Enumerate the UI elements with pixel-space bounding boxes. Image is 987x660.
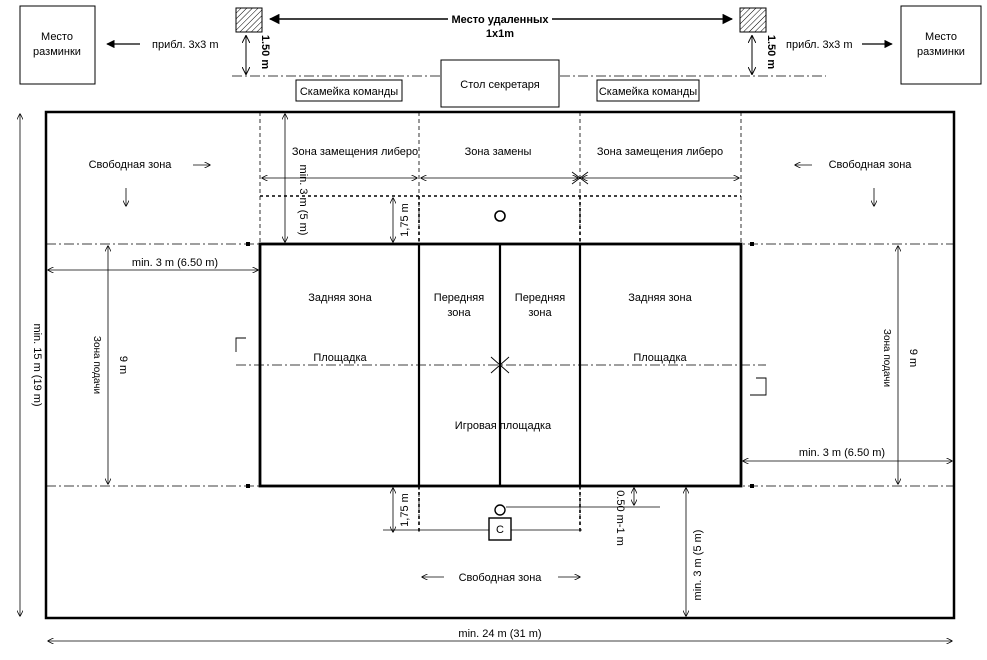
removed-place-line1: Место удаленных	[452, 14, 550, 26]
approx-right-label: прибл. 3x3 m	[786, 39, 853, 51]
team-bench-left-label: Скамейка команды	[300, 86, 398, 98]
service-mark-right	[750, 377, 767, 396]
nine-m-left-label: 9 m	[117, 356, 129, 374]
min3-top-label: min. 3 m (5 m)	[297, 165, 309, 236]
warmup-right-line1: Место	[925, 31, 957, 43]
warmup-left-line2: разминки	[33, 46, 81, 58]
dist-050-label: 0.50 m-1 m	[614, 490, 626, 546]
front-zone-right-line2: зона	[528, 307, 552, 319]
coach-label: C	[496, 524, 504, 536]
coach-box	[488, 517, 512, 541]
min24-label: min. 24 m (31 m)	[458, 628, 541, 640]
h175-top-label: 1,75 m	[399, 203, 411, 237]
warmup-box-right	[900, 5, 982, 85]
free-zone-bottom-label: Свободная зона	[459, 572, 543, 584]
warmup-left-line1: Место	[41, 31, 73, 43]
warmup-right-line2: разминки	[917, 46, 965, 58]
libero-zone-left-label: Зона замещения либеро	[292, 146, 418, 158]
height-right-label: 1.50 m	[765, 35, 777, 69]
approx-left-label: прибл. 3x3 m	[152, 39, 219, 51]
front-zone-left-line1: Передняя	[434, 292, 484, 304]
playing-court-label: Игровая площадка	[455, 420, 552, 432]
court-left-label: Площадка	[313, 352, 367, 364]
libero-zone-right-label: Зона замещения либеро	[597, 146, 723, 158]
referee-circle-bottom	[494, 504, 506, 516]
h175-bottom-label: 1,75 m	[399, 493, 411, 527]
scorer-table-label: Стол секретаря	[460, 79, 540, 91]
back-zone-left-label: Задняя зона	[308, 292, 372, 304]
warmup-box-left	[19, 5, 96, 85]
min3-left-label: min. 3 m (6.50 m)	[132, 257, 218, 269]
referee-circle-top	[494, 210, 506, 222]
min3-bottom-label: min. 3 m (5 m)	[692, 530, 704, 601]
free-zone-boundary	[44, 110, 956, 620]
team-bench-left	[295, 79, 403, 102]
service-zone-left-label: Зона подачи	[91, 336, 102, 394]
court-right-label: Площадка	[633, 352, 687, 364]
penalty-area-right	[739, 7, 767, 33]
front-zone-right-line1: Передняя	[515, 292, 565, 304]
nine-m-right-label: 9 m	[907, 349, 919, 367]
team-bench-right	[596, 79, 700, 102]
service-zone-right-label: Зона подачи	[881, 329, 892, 387]
back-zone-right-label: Задняя зона	[628, 292, 692, 304]
height-left-label: 1.50 m	[259, 35, 271, 69]
free-zone-right-label: Свободная зона	[829, 159, 913, 171]
team-bench-right-label: Скамейка команды	[599, 86, 697, 98]
front-zone-left-line2: зона	[447, 307, 471, 319]
service-mark-left	[235, 337, 246, 352]
removed-place-line2: 1x1m	[486, 28, 514, 40]
min3-right-label: min. 3 m (6.50 m)	[799, 447, 885, 459]
free-zone-left-label: Свободная зона	[89, 159, 173, 171]
min15-label: min. 15 m (19 m)	[31, 323, 43, 406]
substitution-zone-label: Зона замены	[465, 146, 532, 158]
penalty-area-left	[235, 7, 263, 33]
scorer-table	[440, 59, 560, 108]
